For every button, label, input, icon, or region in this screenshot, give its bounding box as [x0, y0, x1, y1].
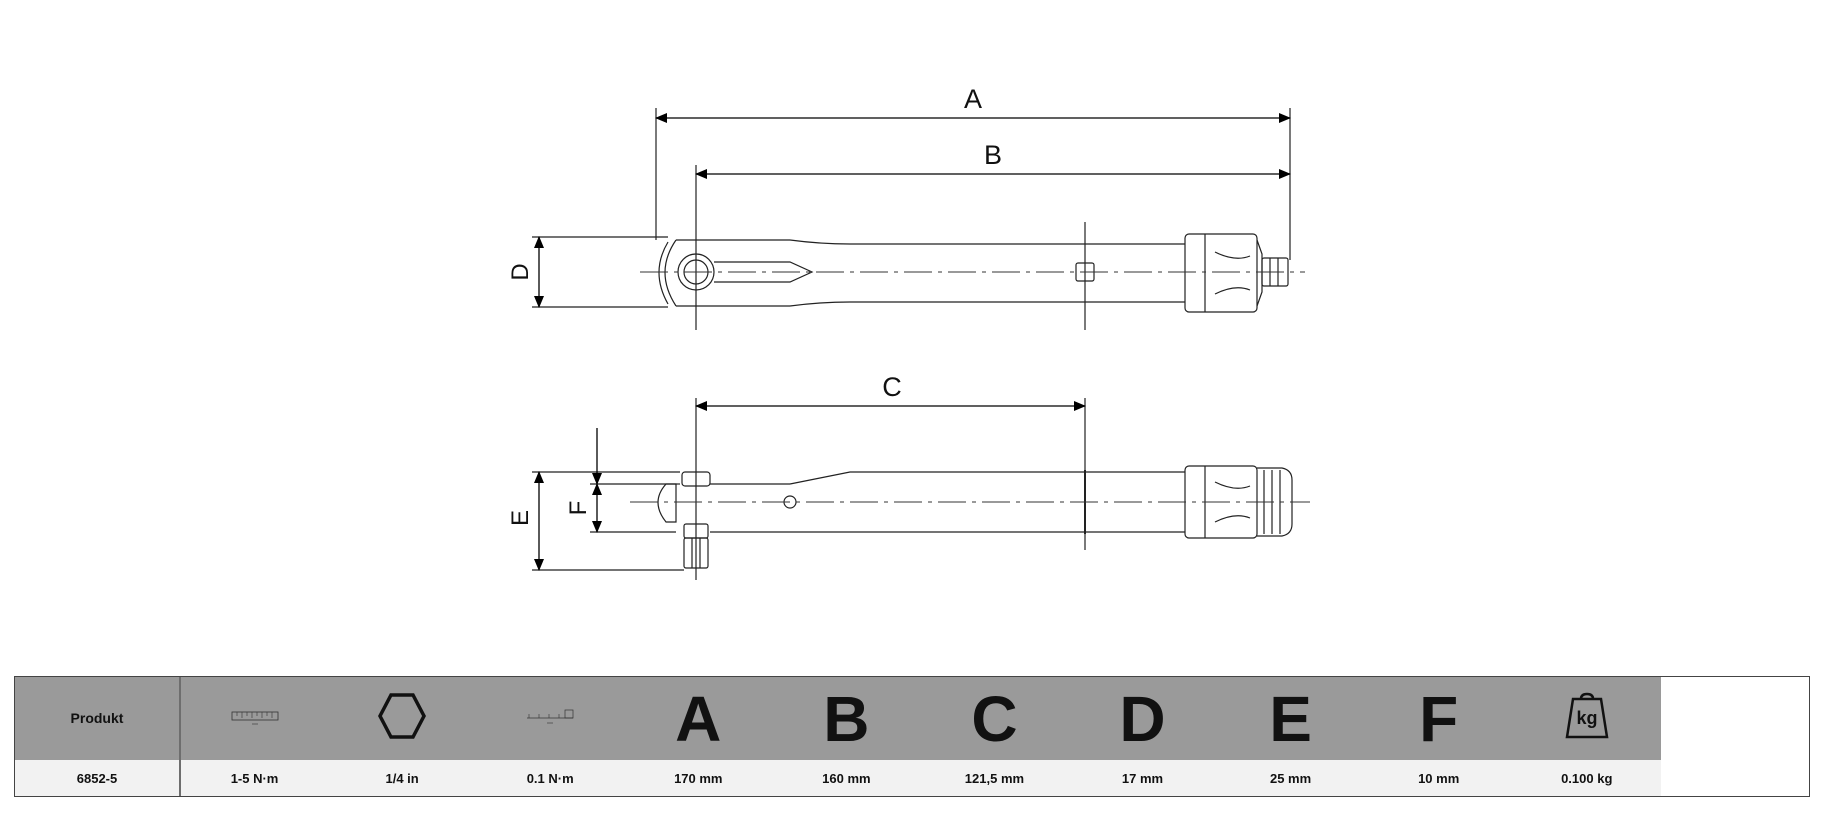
graduation-scale-icon: [527, 709, 574, 724]
header-letter-c: C: [971, 682, 1018, 755]
header-product-label: Produkt: [70, 709, 124, 726]
cell-graduation: 0.1 N·m: [476, 760, 625, 796]
spec-table-header-row: Produkt A: [15, 677, 1809, 760]
header-letter-a: A: [675, 682, 722, 755]
technical-drawing: A B D: [507, 84, 1310, 580]
cell-a: 170 mm: [624, 760, 773, 796]
dimension-label-d: D: [507, 263, 534, 280]
header-d: D: [1068, 677, 1217, 760]
cell-product: 6852-5: [15, 760, 181, 796]
header-letter-b: B: [823, 682, 870, 755]
header-e: E: [1216, 677, 1365, 760]
weight-icon: kg: [1565, 692, 1609, 739]
header-torque-range: [180, 677, 329, 760]
header-c: C: [920, 677, 1069, 760]
weight-icon-text: kg: [1576, 708, 1597, 728]
cell-b: 160 mm: [772, 760, 921, 796]
cell-drive: 1/4 in: [328, 760, 477, 796]
cell-torque-range: 1-5 N·m: [180, 760, 329, 796]
spec-table: Produkt A: [14, 676, 1810, 797]
dimension-label-e: E: [507, 510, 534, 526]
dimension-label-a: A: [964, 84, 982, 114]
header-letter-e: E: [1269, 682, 1312, 755]
dimension-label-f: F: [565, 501, 592, 516]
dimension-label-c: C: [882, 372, 902, 402]
dimension-label-b: B: [984, 140, 1002, 170]
header-b: B: [772, 677, 921, 760]
header-letter-d: D: [1119, 682, 1166, 755]
header-a: A: [624, 677, 773, 760]
header-drive: [328, 677, 477, 760]
cell-weight: 0.100 kg: [1512, 760, 1661, 796]
header-letter-f: F: [1419, 682, 1459, 755]
side-view-wrench: [532, 398, 1293, 580]
torque-range-scale-icon: [231, 711, 278, 725]
cell-c: 121,5 mm: [920, 760, 1069, 796]
header-product: Produkt: [15, 677, 181, 760]
header-graduation: [476, 677, 625, 760]
hex-drive-icon: [378, 693, 427, 739]
cell-f: 10 mm: [1364, 760, 1513, 796]
table-row: 6852-5 1-5 N·m 1/4 in 0.1 N·m 170 mm 160…: [15, 760, 1809, 796]
header-weight: kg: [1512, 677, 1661, 760]
header-f: F: [1364, 677, 1513, 760]
cell-e: 25 mm: [1216, 760, 1365, 796]
cell-d: 17 mm: [1068, 760, 1217, 796]
top-view-wrench: [532, 108, 1291, 330]
